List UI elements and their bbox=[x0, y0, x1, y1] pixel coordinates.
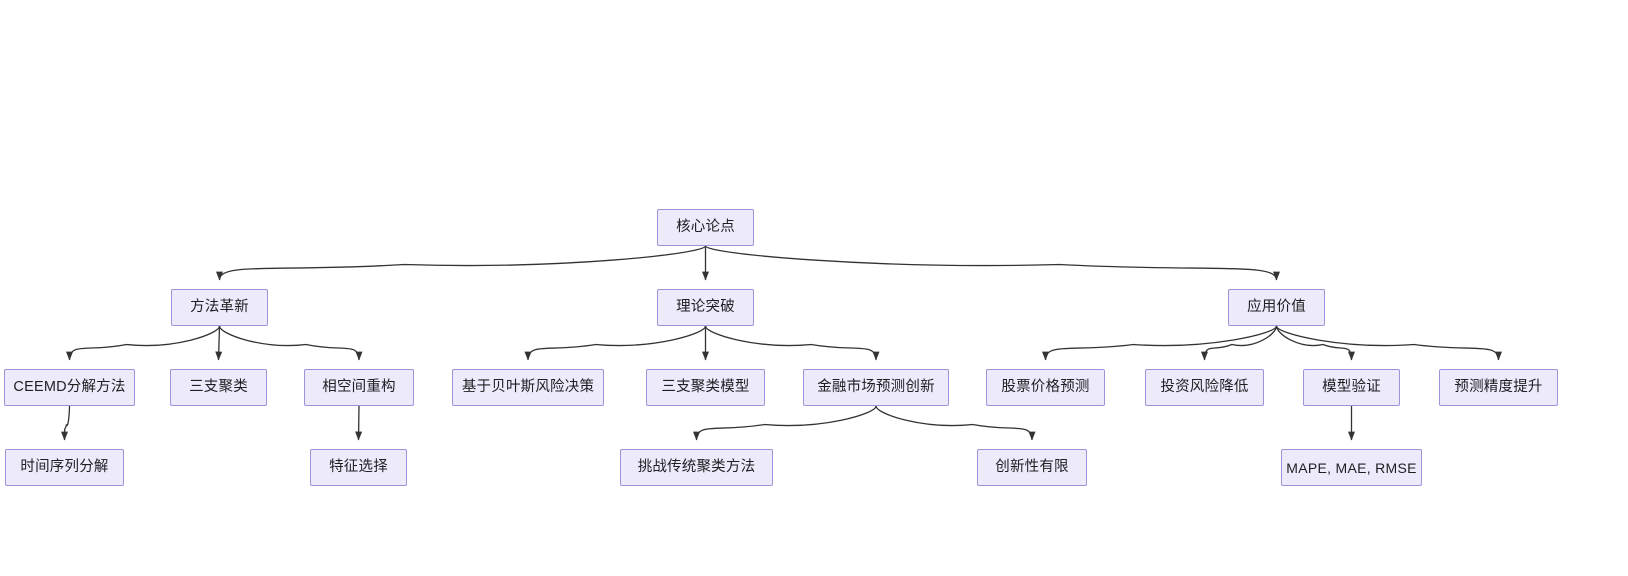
flow-node-label: 投资风险降低 bbox=[1160, 379, 1249, 396]
flow-node-label: 创新性有限 bbox=[995, 459, 1069, 476]
flow-node-l3a[interactable]: CEEMD分解方法 bbox=[4, 369, 135, 406]
flow-node-l3i[interactable]: 模型验证 bbox=[1303, 369, 1400, 406]
flow-node-label: 三支聚类 bbox=[189, 379, 248, 396]
flow-edge-l2b-to-l3f bbox=[704, 325, 880, 361]
flow-edge-root-to-l2a bbox=[216, 245, 707, 281]
flow-edge-l2a-to-l3c bbox=[218, 325, 363, 361]
flow-node-label: 模型验证 bbox=[1322, 379, 1381, 396]
flow-node-label: 应用价值 bbox=[1247, 299, 1306, 316]
flow-node-label: 理论突破 bbox=[676, 299, 735, 316]
flow-node-label: 方法革新 bbox=[190, 299, 249, 316]
flow-node-label: 基于贝叶斯风险决策 bbox=[461, 379, 595, 396]
flow-node-l3e[interactable]: 三支聚类模型 bbox=[646, 369, 765, 406]
flow-node-label: 预测精度提升 bbox=[1454, 379, 1543, 396]
flow-edge-l3f-to-l4c bbox=[693, 405, 877, 441]
flow-node-label: 金融市场预测创新 bbox=[817, 379, 935, 396]
flow-node-label: 三支聚类模型 bbox=[661, 379, 750, 396]
flow-node-label: 挑战传统聚类方法 bbox=[637, 459, 756, 476]
flow-edge-l3a-to-l4a bbox=[61, 405, 71, 441]
flow-node-l2a[interactable]: 方法革新 bbox=[171, 289, 268, 326]
flow-node-l2c[interactable]: 应用价值 bbox=[1228, 289, 1325, 326]
flow-node-l3d[interactable]: 基于贝叶斯风险决策 bbox=[452, 369, 604, 406]
flow-node-l4c[interactable]: 挑战传统聚类方法 bbox=[620, 449, 773, 486]
flow-node-l4a[interactable]: 时间序列分解 bbox=[5, 449, 124, 486]
flow-node-label: MAPE, MAE, RMSE bbox=[1286, 459, 1417, 476]
flow-node-l3j[interactable]: 预测精度提升 bbox=[1439, 369, 1558, 406]
flow-node-label: 特征选择 bbox=[329, 459, 388, 476]
flow-node-l4e[interactable]: MAPE, MAE, RMSE bbox=[1281, 449, 1422, 486]
flow-node-label: 核心论点 bbox=[676, 219, 735, 236]
flow-edge-l2c-to-l3h bbox=[1201, 325, 1278, 361]
flow-edge-root-to-l2c bbox=[704, 245, 1280, 281]
flow-node-l4b[interactable]: 特征选择 bbox=[310, 449, 407, 486]
flow-node-l3h[interactable]: 投资风险降低 bbox=[1145, 369, 1264, 406]
flow-edge-l3f-to-l4d bbox=[875, 405, 1036, 441]
flow-node-label: 时间序列分解 bbox=[20, 459, 109, 476]
flow-edge-l2b-to-l3d bbox=[524, 325, 707, 361]
flow-edge-l2c-to-l3g bbox=[1042, 325, 1278, 361]
flow-edge-l3c-to-l4b bbox=[355, 405, 363, 441]
flow-node-l4d[interactable]: 创新性有限 bbox=[977, 449, 1087, 486]
flow-node-l3g[interactable]: 股票价格预测 bbox=[986, 369, 1105, 406]
flow-node-root[interactable]: 核心论点 bbox=[657, 209, 754, 246]
flow-node-label: 相空间重构 bbox=[322, 379, 396, 396]
flow-node-l3f[interactable]: 金融市场预测创新 bbox=[803, 369, 949, 406]
flow-edge-l2c-to-l3j bbox=[1275, 325, 1502, 361]
flow-node-label: CEEMD分解方法 bbox=[13, 379, 126, 396]
flow-node-l3b[interactable]: 三支聚类 bbox=[170, 369, 267, 406]
flow-node-l3c[interactable]: 相空间重构 bbox=[304, 369, 414, 406]
flow-node-label: 股票价格预测 bbox=[1001, 379, 1090, 396]
flow-edge-l2a-to-l3b bbox=[215, 325, 223, 361]
flow-node-l2b[interactable]: 理论突破 bbox=[657, 289, 754, 326]
flow-edge-l2a-to-l3a bbox=[66, 325, 221, 361]
flow-edge-l2c-to-l3i bbox=[1275, 325, 1355, 361]
